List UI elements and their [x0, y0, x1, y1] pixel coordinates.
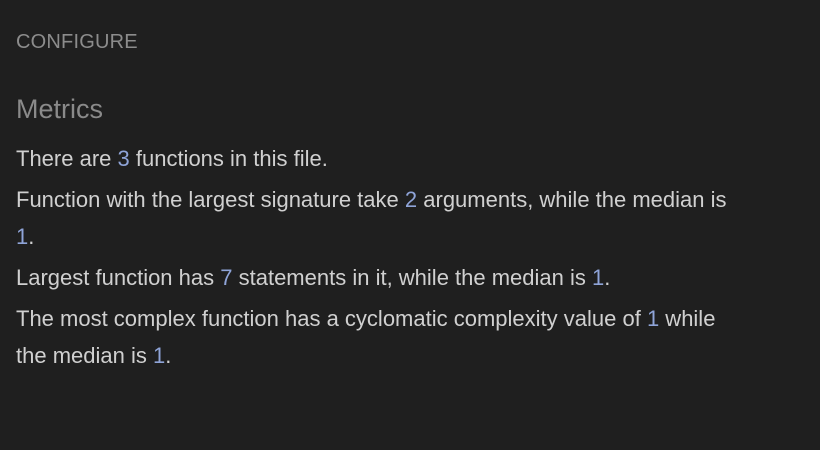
signature-metric: Function with the largest signature take…	[16, 181, 736, 255]
signature-median-value: 1	[16, 224, 29, 249]
section-title: Metrics	[16, 94, 103, 124]
metric-text: There are	[16, 146, 118, 171]
statements-largest-value: 7	[220, 265, 233, 290]
statements-metric: Largest function has 7 statements in it,…	[16, 259, 736, 296]
complexity-largest-value: 1	[646, 306, 660, 331]
functions-count-metric: There are 3 functions in this file.	[16, 140, 736, 177]
metric-text: The most complex function has a cyclomat…	[16, 306, 647, 331]
configure-link[interactable]: CONFIGURE	[16, 31, 138, 53]
functions-count-value: 3	[117, 146, 130, 171]
metric-text: .	[165, 343, 172, 368]
metric-text: statements in it, while the median is	[232, 265, 592, 290]
metric-text: .	[604, 265, 611, 290]
metrics-list: There are 3 functions in this file. Func…	[16, 140, 736, 374]
metric-text: Largest function has	[16, 265, 221, 290]
metric-text: functions in this file.	[129, 146, 328, 171]
statements-median-value: 1	[592, 265, 605, 290]
complexity-median-value: 1	[152, 343, 166, 368]
metric-text: arguments, while the median is	[417, 187, 727, 212]
metric-text: .	[28, 224, 35, 249]
metric-text: Function with the largest signature take	[16, 187, 405, 212]
metric-text: while the median is	[16, 306, 716, 368]
signature-largest-value: 2	[404, 187, 418, 212]
complexity-metric: The most complex function has a cyclomat…	[16, 300, 736, 374]
